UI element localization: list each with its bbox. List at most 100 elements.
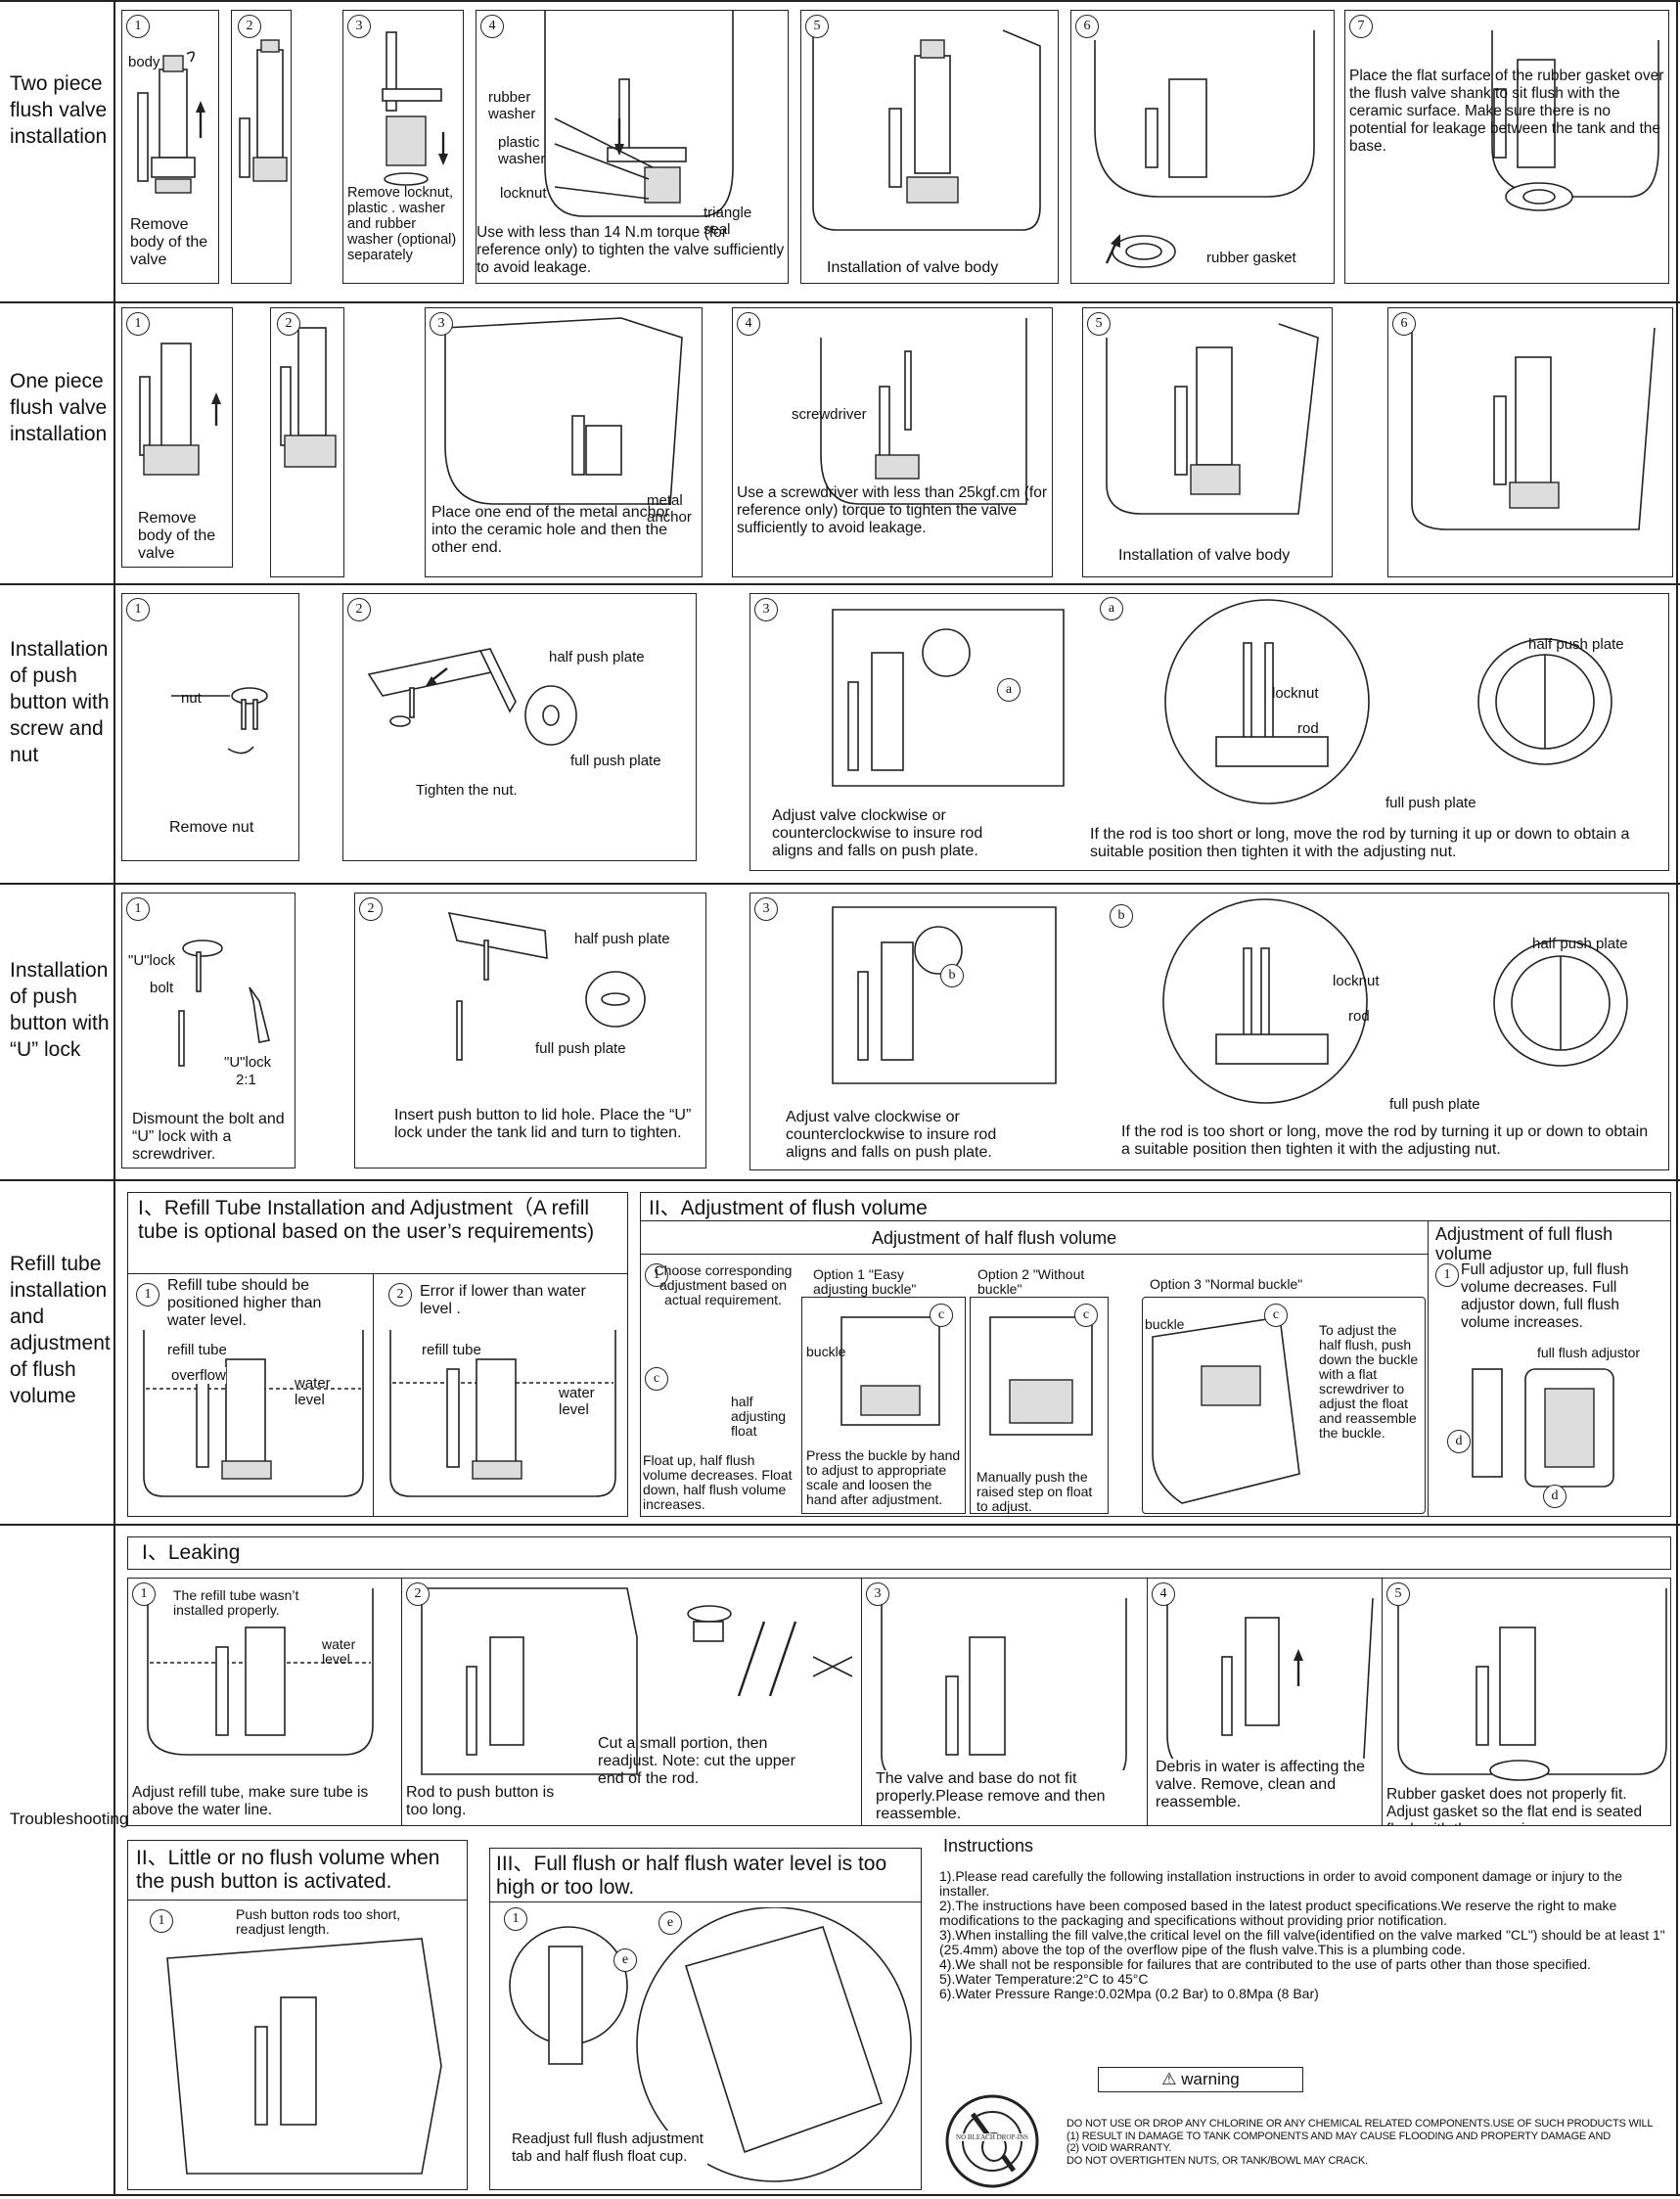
label-locknut: locknut xyxy=(1333,973,1380,989)
two-piece-step-1: 1 body Remove body of the valve xyxy=(121,10,219,284)
caption: Use a screwdriver with less than 25kgf.c… xyxy=(737,484,1047,536)
warning-line: (1) RESULT IN DAMAGE TO TANK COMPONENTS … xyxy=(1067,2130,1611,2142)
label-buckle: buckle xyxy=(1145,1316,1185,1332)
step-number: 1 xyxy=(126,598,150,621)
one-piece-step-3: 3 metal anchor Place one end of the meta… xyxy=(425,307,703,577)
two-piece-step-7: 7 Place the flat surface of the rubber g… xyxy=(1344,10,1669,284)
step-number: 1 xyxy=(645,1263,668,1287)
caption: Rod to push button is too long. xyxy=(406,1784,555,1818)
step-number: 5 xyxy=(1386,1582,1410,1606)
one-piece-step-4: 4 screwdriver Use a screwdriver with les… xyxy=(732,307,1053,577)
label-refill-tube: refill tube xyxy=(167,1342,227,1358)
divider xyxy=(114,0,115,2194)
full-flush-title: III、Full flush or half flush water level… xyxy=(496,1853,887,1899)
divider xyxy=(0,0,1680,2)
full-flush-section: III、Full flush or half flush water level… xyxy=(489,1848,922,2190)
two-piece-step-4: 4 rubber washer plastic washer locknut t… xyxy=(476,10,789,284)
label-full-push-plate: full push plate xyxy=(535,1040,626,1057)
detail-marker: c xyxy=(1074,1304,1098,1327)
label-half-push-plate: half push plate xyxy=(549,649,645,665)
caption: Rubber gasket does not properly fit. Adj… xyxy=(1386,1786,1643,1825)
label-half-push-plate: half push plate xyxy=(574,931,670,947)
label-full-push-plate: full push plate xyxy=(1385,795,1476,811)
label-water-level: water level xyxy=(559,1385,595,1418)
warning-icon: ⚠ xyxy=(1161,2070,1177,2088)
step-number: 1 xyxy=(150,1909,173,1933)
step-number: 1 xyxy=(136,1283,159,1306)
step-number: 1 xyxy=(126,312,150,336)
caption: Adjust valve clockwise or counterclockwi… xyxy=(786,1109,997,1161)
step-number: 1 xyxy=(1435,1263,1459,1287)
step-number: 6 xyxy=(1075,15,1099,38)
two-piece-step-6: 6 rubber gasket xyxy=(1070,10,1335,284)
option-2: c Manually push the raised step on float… xyxy=(970,1297,1109,1514)
detail-marker: e xyxy=(613,1948,637,1972)
label-rubber-gasket: rubber gasket xyxy=(1206,250,1296,266)
detail-marker: c xyxy=(930,1304,953,1327)
one-piece-step-2: 2 xyxy=(270,307,344,577)
refill-note: The refill tube wasn’t installed properl… xyxy=(173,1588,330,1618)
one-piece-step-5: 5 Installation of valve body xyxy=(1082,307,1333,577)
step-number: 2 xyxy=(238,15,261,38)
flush-volume-section: II、Adjustment of flush volume Adjustment… xyxy=(640,1192,1671,1517)
label-half-adjusting-float: half adjusting float xyxy=(731,1394,787,1439)
caption: Adjust refill tube, make sure tube is ab… xyxy=(132,1784,369,1818)
detail-marker: a xyxy=(997,678,1021,702)
divider xyxy=(0,583,1680,585)
option-1-title: Option 1 "Easy adjusting buckle" xyxy=(813,1266,917,1297)
label-locknut: locknut xyxy=(1272,685,1319,702)
option-3-title: Option 3 "Normal buckle" xyxy=(1150,1276,1303,1292)
label-body: body xyxy=(128,54,160,70)
option-2-title: Option 2 "Without buckle" xyxy=(977,1266,1085,1297)
label-nut: nut xyxy=(181,690,202,707)
label-full-push-plate: full push plate xyxy=(1389,1096,1480,1113)
leak-step-5: 5 Rubber gasket does not properly fit. A… xyxy=(1382,1578,1671,1826)
caption: Use with less than 14 N.m torque (for re… xyxy=(477,224,785,276)
choose-text: Choose corresponding adjustment based on… xyxy=(654,1262,793,1307)
refill-section: I、Refill Tube Installation and Adjustmen… xyxy=(127,1192,628,1517)
caption: Manually push the raised step on float t… xyxy=(976,1469,1093,1514)
caption: Full adjustor up, full flush volume decr… xyxy=(1461,1261,1629,1331)
scale-label: 2:1 xyxy=(236,1072,256,1088)
label-half-push-plate: half push plate xyxy=(1532,936,1628,952)
step-number: 3 xyxy=(754,598,778,621)
two-piece-step-3: 3 Remove locknut, plastic . washer and r… xyxy=(342,10,464,284)
label-tighten: Tighten the nut. xyxy=(416,782,518,799)
label-rubber-washer: rubber washer xyxy=(488,89,536,122)
divider xyxy=(0,883,1680,885)
divider xyxy=(1676,0,1678,2194)
label-screwdriver: screwdriver xyxy=(792,406,867,423)
label-refill-tube: refill tube xyxy=(422,1342,481,1358)
label-full-push-plate: full push plate xyxy=(570,753,661,769)
option-3: c buckle To adjust the half flush, push … xyxy=(1142,1297,1426,1514)
label-rod: rod xyxy=(1297,720,1319,737)
label-buckle: buckle xyxy=(806,1344,846,1359)
two-piece-step-5: 5 Installation of valve body xyxy=(800,10,1059,284)
instruction-item: 1).Please read carefully the following i… xyxy=(939,1868,1623,1899)
caption: Remove nut xyxy=(169,819,254,836)
caption: Debris in water is affecting the valve. … xyxy=(1156,1759,1381,1811)
caption: Installation of valve body xyxy=(1118,547,1291,564)
label-bolt: bolt xyxy=(150,980,174,996)
leak-step-1: 1 The refill tube wasn’t installed prope… xyxy=(127,1578,403,1826)
instruction-item: 2).The instructions have been composed b… xyxy=(939,1898,1617,1928)
detail-number: a xyxy=(1100,597,1123,620)
u-lock-step-1: 1 "U"lock bolt "U"lock 2:1 Dismount the … xyxy=(121,893,295,1168)
warning-line: DO NOT OVERTIGHTEN NUTS, OR TANK/BOWL MA… xyxy=(1067,2154,1368,2167)
screw-nut-step-3: 3 a Adjust valve clockwise or counterclo… xyxy=(749,593,1669,871)
leak-step-4: 4 Debris in water is affecting the valve… xyxy=(1147,1578,1384,1826)
instruction-item: 3).When installing the fill valve,the cr… xyxy=(939,1927,1665,1957)
no-bleach-seal: NO BLEACH DROP-INS xyxy=(943,2092,1041,2190)
step-number: 1 xyxy=(504,1907,527,1931)
caption: If the rod is too short or long, move th… xyxy=(1090,826,1630,860)
one-piece-step-6: 6 xyxy=(1387,307,1673,577)
half-flush-title: Adjustment of half flush volume xyxy=(872,1228,1117,1248)
divider xyxy=(0,301,1680,303)
caption: Remove body of the valve xyxy=(138,510,216,562)
label-water-level: water level xyxy=(295,1375,331,1408)
detail-number: b xyxy=(1110,904,1133,928)
step-number: 3 xyxy=(754,897,778,921)
leak-step-2: 2 Cut a small portion, then readjust. No… xyxy=(401,1578,863,1826)
step-number: 4 xyxy=(737,312,760,336)
